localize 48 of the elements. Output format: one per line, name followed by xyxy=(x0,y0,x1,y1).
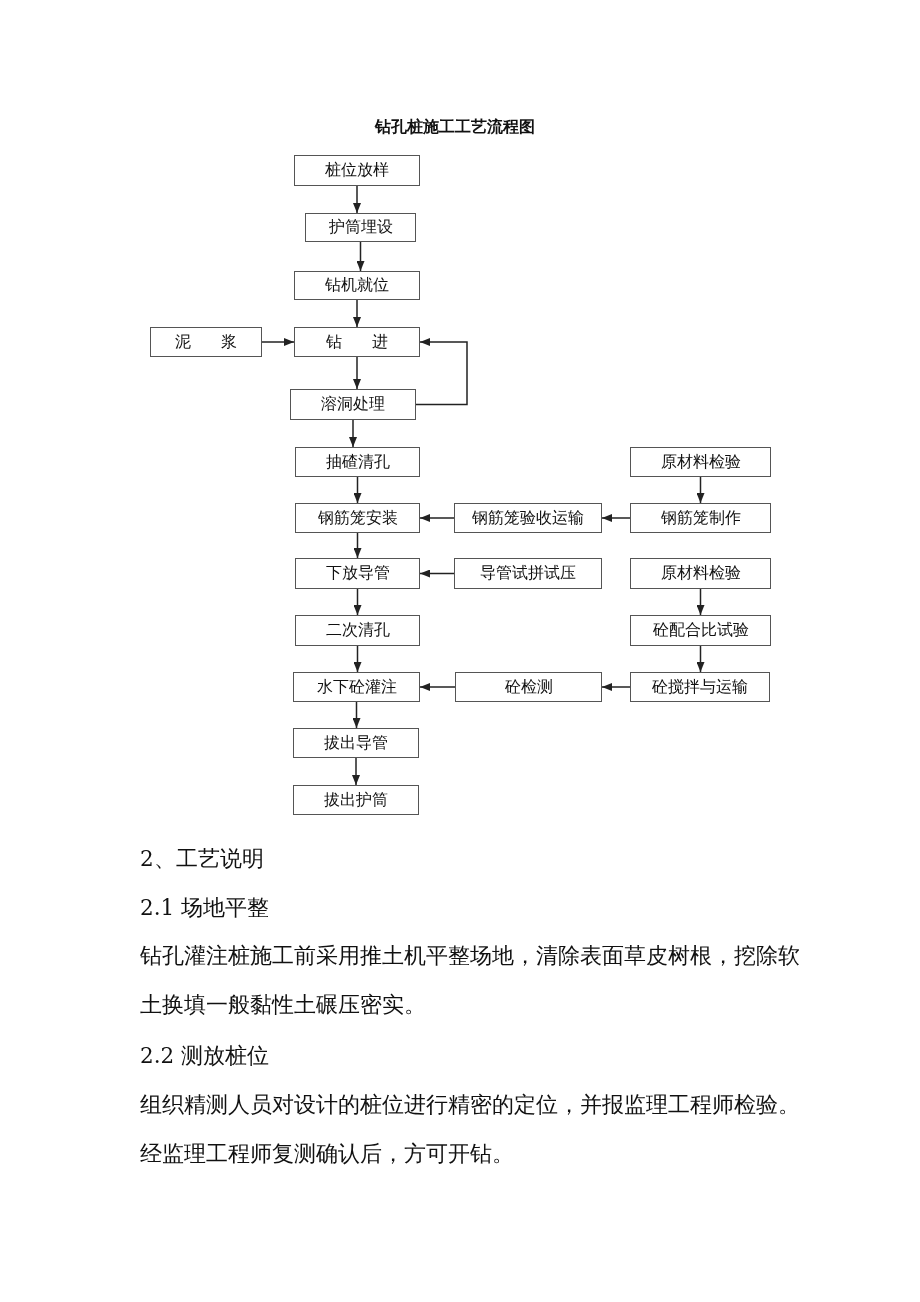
process-box: 钢筋笼安装 xyxy=(295,503,420,533)
process-box: 原材料检验 xyxy=(630,558,771,589)
process-box: 导管试拼试压 xyxy=(454,558,602,589)
section-heading: 2.2 测放桩位 xyxy=(140,1042,270,1070)
arrow xyxy=(261,338,295,346)
arrow xyxy=(696,588,705,616)
process-box: 钻 进 xyxy=(294,327,420,357)
arrow xyxy=(696,476,705,504)
arrow xyxy=(353,185,361,214)
process-box: 原材料检验 xyxy=(630,447,771,477)
process-box: 水下砼灌注 xyxy=(293,672,420,702)
section-heading: 2、工艺说明 xyxy=(140,845,264,873)
arrow xyxy=(353,532,362,559)
process-box: 桩位放样 xyxy=(294,155,420,186)
process-box: 钢筋笼验收运输 xyxy=(454,503,602,533)
process-box: 拔出导管 xyxy=(293,728,419,758)
arrow xyxy=(349,419,357,448)
arrow xyxy=(356,241,365,272)
arrow xyxy=(353,476,362,504)
process-box: 溶洞处理 xyxy=(290,389,416,420)
process-box: 护筒埋设 xyxy=(305,213,416,242)
process-box: 泥 浆 xyxy=(150,327,262,357)
arrow xyxy=(353,645,362,673)
arrow xyxy=(353,356,361,390)
arrow xyxy=(419,569,455,578)
process-box: 抽碴清孔 xyxy=(295,447,420,477)
section-heading: 2.1 场地平整 xyxy=(140,894,270,922)
arrow xyxy=(601,683,631,691)
paragraph: 钻孔灌注桩施工前采用推土机平整场地，清除表面草皮树根，挖除软土换填一般黏性土碾压密实。 xyxy=(140,942,801,1019)
process-box: 砼配合比试验 xyxy=(630,615,771,646)
arrow xyxy=(696,645,705,673)
process-box: 下放导管 xyxy=(295,558,420,589)
process-box: 钢筋笼制作 xyxy=(630,503,771,533)
process-box: 砼搅拌与运输 xyxy=(630,672,770,702)
process-box: 二次清孔 xyxy=(295,615,420,646)
arrow xyxy=(353,299,361,328)
arrow xyxy=(601,514,631,522)
title: 钻孔桩施工工艺流程图 xyxy=(375,117,535,137)
arrow xyxy=(419,514,455,522)
arrow xyxy=(353,588,362,616)
arrow xyxy=(415,338,468,406)
process-box: 钻机就位 xyxy=(294,271,420,300)
paragraph: 组织精测人员对设计的桩位进行精密的定位，并报监理工程师检验。经监理工程师复测确认后，方可开钻。 xyxy=(140,1091,801,1168)
process-box: 拔出护筒 xyxy=(293,785,419,815)
arrow xyxy=(419,683,456,691)
arrow xyxy=(352,757,360,786)
process-box: 砼检测 xyxy=(455,672,602,702)
arrow xyxy=(352,701,361,729)
